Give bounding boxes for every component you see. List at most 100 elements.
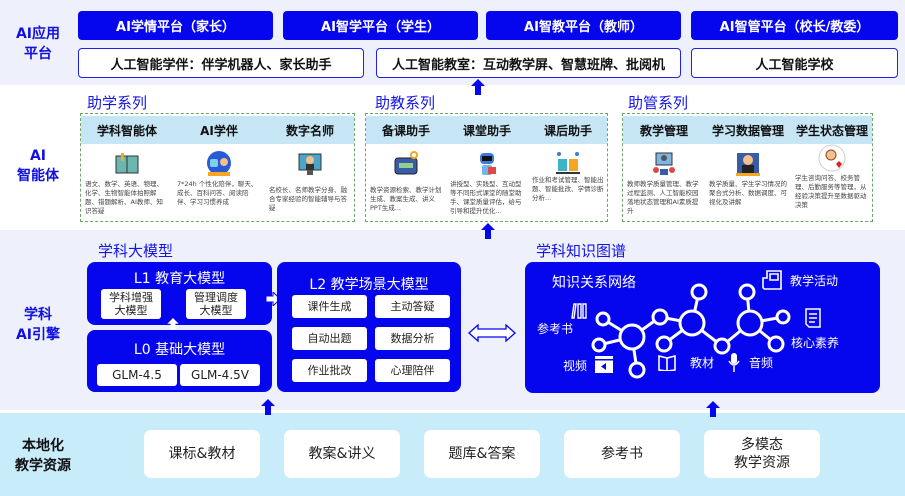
row-label-resources: 本地化 教学资源 (15, 438, 71, 474)
textbook-icon (658, 355, 676, 371)
arrow-up-icon (167, 318, 179, 331)
agent-desc: 讲授型、实践型、互动型等不同形式课堂的随堂助手、课堂质量评估，给与引导和提升优化… (450, 180, 522, 215)
graph-node (595, 311, 611, 327)
graph-node (618, 323, 646, 351)
arrow-right-icon (266, 292, 280, 306)
agent-card[interactable]: 学习数据管理 教学质量、学生学习情况的聚合式分析、数据调度、可视化及讲解 (705, 114, 791, 221)
graph-node (628, 361, 646, 379)
series-title-management: 助管系列 (628, 94, 689, 112)
agent-card[interactable]: 教学管理 教师教学质量管理、教学过程监测、人工智能校园落地状态管理和AI素质提升 (623, 114, 705, 221)
platform-teacher[interactable]: AI智教平台（教师） (486, 11, 681, 40)
agent-card[interactable]: 学科智能体 语文、数学、英语、物理、化学、生物智能体拍照解题、错题解析、AI教师… (81, 114, 173, 221)
agent-name: 教学管理 (639, 124, 688, 138)
label-textbook: 教材 (690, 356, 715, 370)
graph-node (736, 309, 764, 337)
label-activity: 教学活动 (790, 274, 839, 288)
document-icon (805, 308, 821, 328)
label-literacy: 核心素养 (791, 336, 840, 350)
robot-icon (480, 153, 496, 175)
classroom-icon (653, 152, 675, 175)
courseware-generation[interactable]: 课件生成 (292, 295, 367, 318)
video-clapper-icon (595, 356, 613, 373)
agent-desc: 7*24h 个性化陪伴，聊天、成长、百科问答、阅读陪伴、学习习惯养成 (177, 180, 258, 206)
robot-companion-icon (207, 151, 231, 176)
learning-series-box: 学科智能体 语文、数学、英语、物理、化学、生物智能体拍照解题、错题解析、AI教师… (80, 113, 355, 222)
graph-node (767, 335, 785, 353)
arrow-up-icon (706, 401, 720, 417)
platform-parent[interactable]: AI学情平台（家长） (78, 11, 273, 40)
agent-name: AI学伴 (200, 124, 238, 138)
agent-desc: 语文、数学、英语、物理、化学、生物智能体拍照解题、错题解析、AI教师、知识答疑 (85, 180, 163, 215)
teaching-series-box: 备课助手 教学资源检索、教学计划生成、教案生成、讲义PPT生成... 课堂助手 … (365, 113, 608, 222)
agent-name: 学习数据管理 (711, 124, 784, 138)
agent-card[interactable]: 数字名师 名校长、名师教学分身、融合专家经验的智能辅导与答疑 (265, 114, 355, 221)
resource-reference-books[interactable]: 参考书 (564, 430, 680, 478)
network-title: 知识关系网络 (552, 275, 636, 291)
l1-title: L1 教育大模型 (133, 271, 226, 287)
agent-card[interactable]: 备课助手 教学资源检索、教学计划生成、教案生成、讲义PPT生成... (366, 114, 446, 221)
glm-4-5v-button[interactable]: GLM-4.5V (180, 364, 260, 386)
psych-companion[interactable]: 心理陪伴 (375, 359, 450, 382)
series-title-learning: 助学系列 (87, 94, 148, 112)
graph-node (738, 283, 756, 301)
product-ai-classroom[interactable]: 人工智能教室：互动教学屏、智慧班牌、批阅机 (376, 48, 681, 78)
data-analysis[interactable]: 数据分析 (375, 327, 450, 350)
agent-name: 课后助手 (543, 124, 592, 138)
agent-name: 备课助手 (381, 124, 430, 138)
homework-grading[interactable]: 作业批改 (292, 359, 367, 382)
resource-question-bank[interactable]: 题库&答案 (424, 430, 540, 478)
arrow-up-icon (481, 223, 495, 239)
label-audio: 音频 (749, 356, 774, 370)
subject-enhanced-model[interactable]: 学科增强 大模型 (101, 289, 161, 319)
knowledge-graph-box: 知识关系网络 参考书 视频 教材 音频 教学活动 核心素养 (525, 262, 880, 393)
open-book-icon (556, 152, 580, 174)
management-model[interactable]: 管理调度 大模型 (186, 289, 246, 319)
graph-node (651, 308, 669, 326)
agent-card[interactable]: AI学伴 7*24h 个性化陪伴，聊天、成长、百科问答、阅读陪伴、学习习惯养成 (173, 114, 265, 221)
header-strip (81, 116, 354, 144)
resource-multimodal[interactable]: 多模态 教学资源 (704, 430, 820, 478)
row-label-agents: AI 智能体 (17, 148, 59, 184)
l1-education-model: L1 教育大模型 学科增强 大模型 管理调度 大模型 (87, 262, 272, 325)
agent-desc: 学生咨询问答、校务管理、后勤服务等管理，从经验决策提升至数据驱动决策 (795, 174, 867, 209)
agent-card[interactable]: 课后助手 作业和考试管理、智能出题、智能批改、学情诊断分析... (528, 114, 608, 221)
resource-lesson-plans[interactable]: 教案&讲义 (284, 430, 400, 478)
graph-node (678, 309, 706, 337)
agent-name: 学科智能体 (96, 124, 157, 138)
toolbox-icon (394, 151, 418, 175)
l2-scenario-model: L2 教学场景大模型 课件生成 主动答疑 自动出题 数据分析 作业批改 心理陪伴 (277, 262, 461, 392)
reference-books-icon (571, 303, 587, 319)
l0-base-model: L0 基础大模型 GLM-4.5 GLM-4.5V (87, 330, 272, 392)
auto-question[interactable]: 自动出题 (292, 327, 367, 350)
platform-admin[interactable]: AI智管平台（校长/教委） (691, 11, 898, 40)
subject-model-title: 学科大模型 (98, 242, 174, 260)
row-label-engine: 学科 AI引擎 (15, 307, 61, 343)
agent-desc: 名校长、名师教学分身、融合专家经验的智能辅导与答疑 (269, 186, 347, 212)
agent-desc: 教学资源检索、教学计划生成、教案生成、讲义PPT生成... (370, 186, 442, 212)
platform-student[interactable]: AI智学平台（学生） (283, 11, 478, 40)
l2-title: L2 教学场景大模型 (309, 277, 429, 293)
agent-name: 数字名师 (285, 124, 334, 138)
graph-node (655, 335, 673, 353)
product-ai-school[interactable]: 人工智能学校 (691, 48, 898, 78)
agent-card[interactable]: 学生状态管理 学生咨询问答、校务管理、后勤服务等管理，从经验决策提升至数据驱动决… (791, 114, 873, 221)
knowledge-graph-title: 学科知识图谱 (536, 242, 627, 260)
header-strip (366, 116, 607, 144)
agent-desc: 作业和考试管理、智能出题、智能批改、学情诊断分析... (532, 176, 604, 202)
series-title-teaching: 助教系列 (375, 94, 436, 112)
management-series-box: 教学管理 教师教学质量管理、教学过程监测、人工智能校园落地状态管理和AI素质提升… (622, 113, 873, 222)
glm-4-5-button[interactable]: GLM-4.5 (97, 364, 177, 386)
digital-teacher-icon (298, 153, 322, 175)
resource-curriculum[interactable]: 课标&教材 (144, 430, 260, 478)
l0-title: L0 基础大模型 (133, 342, 226, 358)
product-ai-companion[interactable]: 人工智能学伴：伴学机器人、家长助手 (78, 48, 364, 78)
agent-desc: 教学质量、学生学习情况的聚合式分析、数据调度、可视化及讲解 (709, 180, 787, 206)
arrow-up-icon (471, 79, 485, 95)
graph-node (690, 283, 708, 301)
agent-name: 课堂助手 (462, 124, 511, 138)
active-qa[interactable]: 主动答疑 (375, 295, 450, 318)
newspaper-icon (762, 270, 782, 290)
agent-card[interactable]: 课堂助手 讲授型、实践型、互动型等不同形式课堂的随堂助手、课堂质量评估，给与引导… (446, 114, 528, 221)
double-arrow-icon (468, 324, 516, 342)
label-reference: 参考书 (537, 322, 574, 336)
